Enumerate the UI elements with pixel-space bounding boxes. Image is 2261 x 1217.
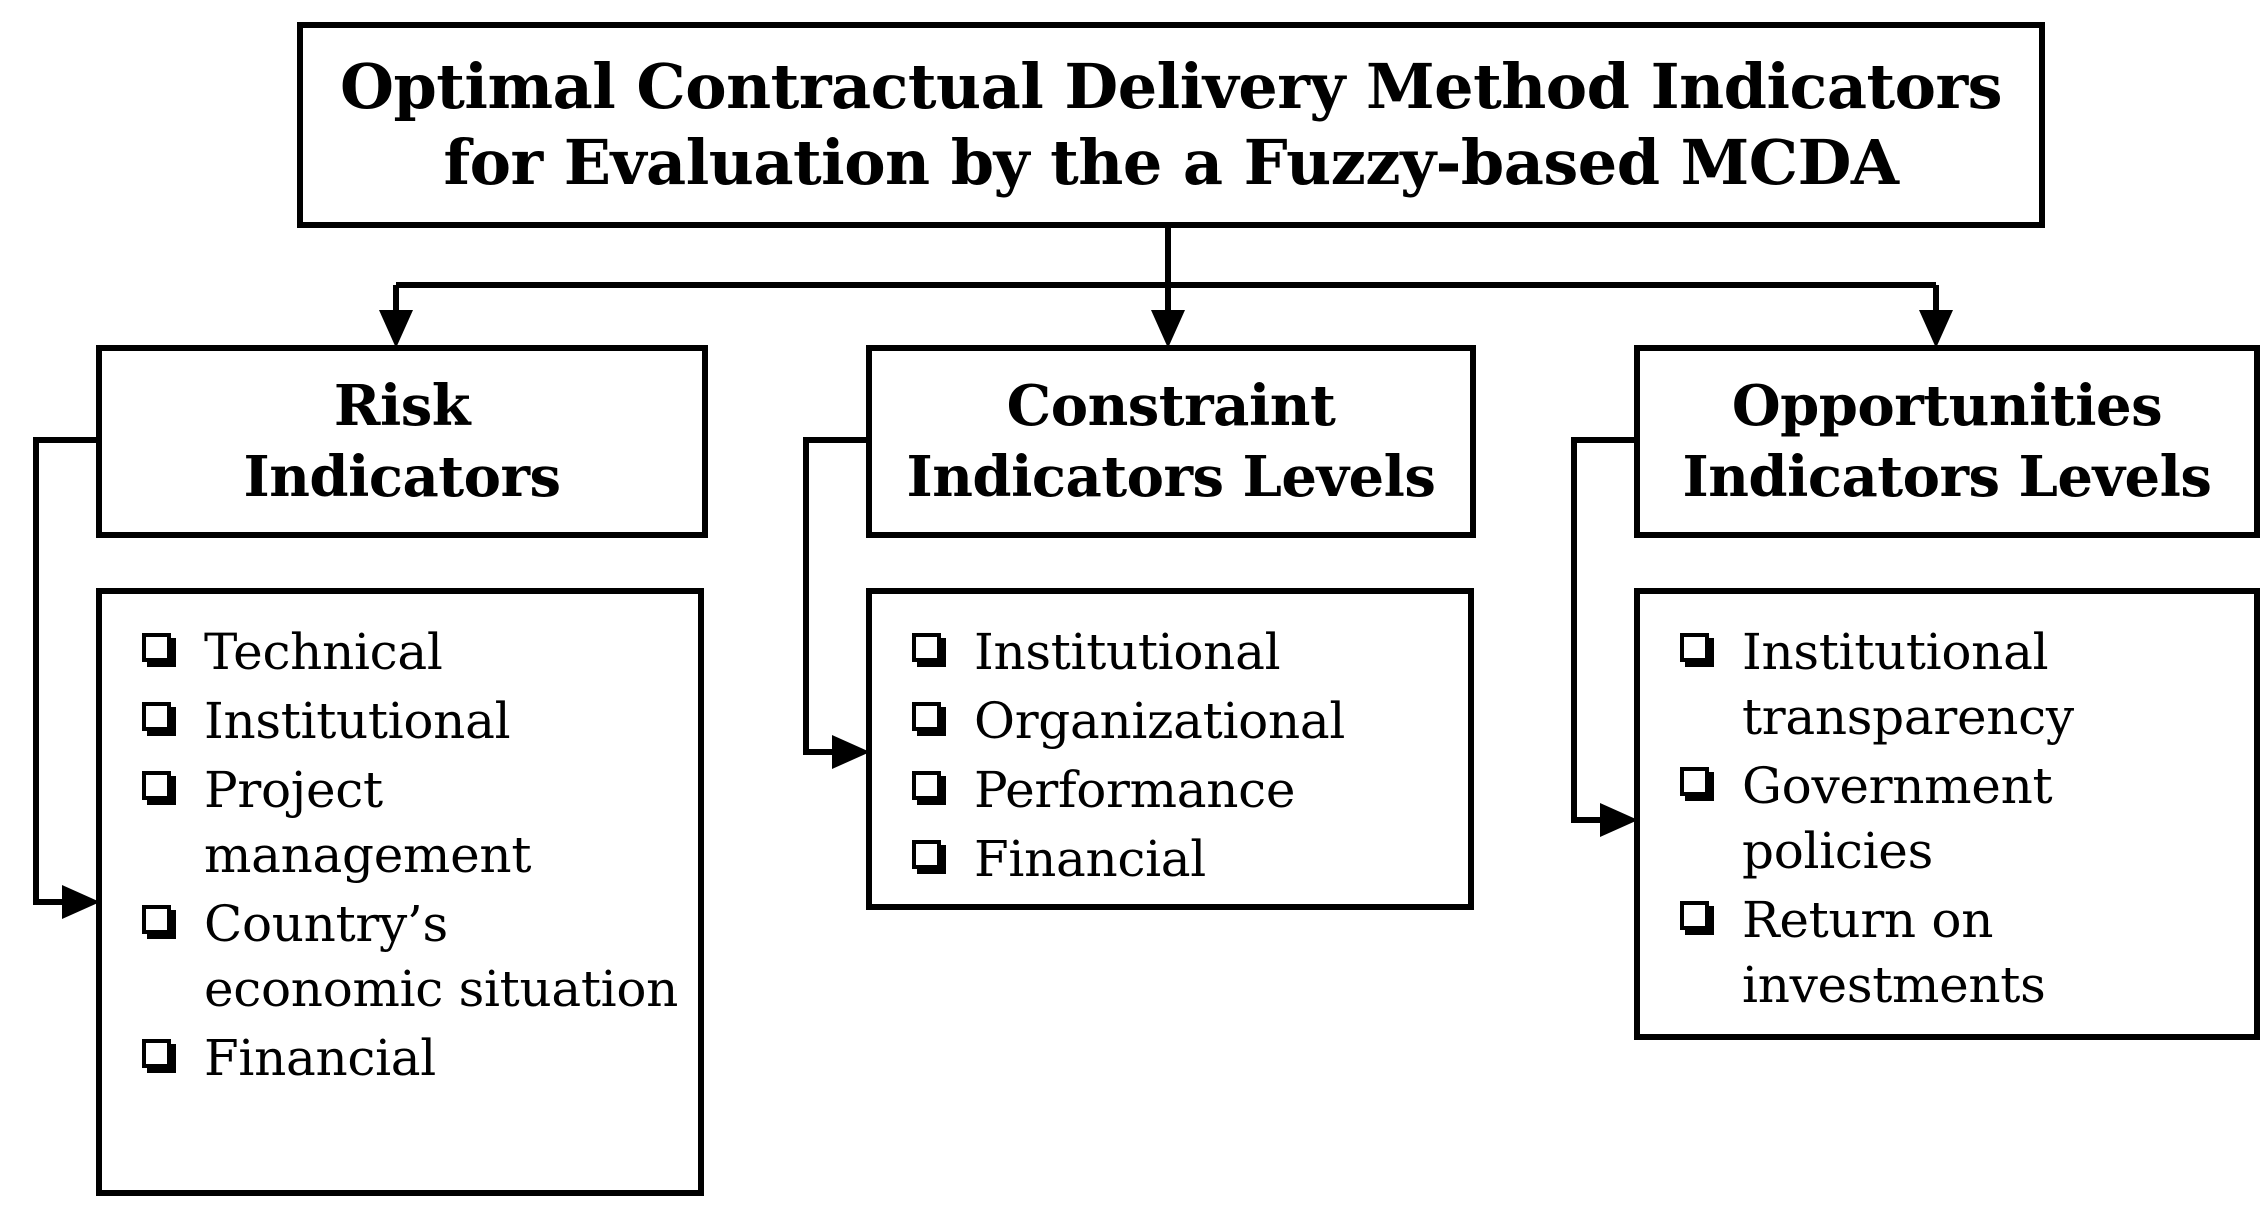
hollow-square-bullet-icon	[1680, 633, 1714, 667]
arrowhead-opportunities-list	[1600, 803, 1638, 837]
list-item-label: Technical	[204, 623, 443, 681]
hollow-square-bullet-icon	[912, 633, 946, 667]
hollow-square-bullet-icon	[142, 905, 176, 939]
indicator-list: Institutional Organizational Performance…	[898, 620, 1458, 892]
category-header-risk: Risk Indicators	[96, 345, 708, 538]
category-header-opportunities-label: Opportunities Indicators Levels	[1683, 371, 2212, 512]
connector-risk-header-to-list	[33, 437, 96, 905]
list-item: Financial	[128, 1026, 688, 1091]
list-item-label: Return on investments	[1742, 891, 2046, 1014]
list-item-label: Project management	[204, 761, 532, 884]
arrowhead-risk-list	[62, 885, 100, 919]
list-item-label: Organizational	[974, 692, 1346, 750]
title-line-2: for Evaluation by the a Fuzzy-based MCDA	[443, 126, 1899, 199]
indicator-list-risk: Technical Institutional Project manageme…	[96, 588, 704, 1196]
list-item: Project management	[128, 758, 688, 888]
title-line-1: Optimal Contractual Delivery Method Indi…	[339, 50, 2003, 124]
header-line-2: Indicators	[243, 443, 561, 510]
category-header-constraint-label: Constraint Indicators Levels	[907, 371, 1436, 512]
arrowhead-constraint-header	[1151, 310, 1185, 348]
list-item: Technical	[128, 620, 688, 685]
indicator-list-opportunities: Institutional transparency Government po…	[1634, 588, 2260, 1040]
indicator-list: Institutional transparency Government po…	[1666, 620, 2244, 1018]
diagram-title-box: Optimal Contractual Delivery Method Indi…	[297, 22, 2045, 228]
hollow-square-bullet-icon	[142, 702, 176, 736]
list-item: Organizational	[898, 689, 1458, 754]
header-line-1: Constraint	[1006, 372, 1336, 439]
hollow-square-bullet-icon	[912, 702, 946, 736]
list-item-label: Institutional transparency	[1742, 623, 2074, 746]
list-item-label: Government policies	[1742, 757, 2053, 880]
arrowhead-risk-header	[379, 310, 413, 348]
list-item: Institutional transparency	[1666, 620, 2244, 750]
list-item-label: Financial	[974, 830, 1206, 888]
list-item: Institutional	[128, 689, 688, 754]
hollow-square-bullet-icon	[142, 771, 176, 805]
arrowhead-constraint-list	[832, 735, 870, 769]
list-item-label: Financial	[204, 1029, 436, 1087]
indicator-list: Technical Institutional Project manageme…	[128, 620, 688, 1091]
hollow-square-bullet-icon	[912, 771, 946, 805]
hollow-square-bullet-icon	[1680, 767, 1714, 801]
list-item: Return on investments	[1666, 888, 2244, 1018]
category-header-risk-label: Risk Indicators	[244, 371, 561, 512]
list-item: Institutional	[898, 620, 1458, 685]
list-item-label: Performance	[974, 761, 1296, 819]
header-line-1: Risk	[333, 372, 471, 439]
hollow-square-bullet-icon	[912, 840, 946, 874]
list-item: Performance	[898, 758, 1458, 823]
category-header-opportunities: Opportunities Indicators Levels	[1634, 345, 2260, 538]
list-item: Financial	[898, 827, 1458, 892]
header-line-2: Indicators Levels	[906, 443, 1436, 510]
page-title: Optimal Contractual Delivery Method Indi…	[322, 49, 2020, 200]
category-header-constraint: Constraint Indicators Levels	[866, 345, 1476, 538]
list-item-label: Institutional	[974, 623, 1281, 681]
header-line-1: Opportunities	[1731, 372, 2163, 439]
header-line-2: Indicators Levels	[1682, 443, 2212, 510]
list-item: Government policies	[1666, 754, 2244, 884]
list-item: Country’s economic situation	[128, 892, 688, 1022]
hollow-square-bullet-icon	[142, 1039, 176, 1073]
connector-constraint-header-to-list	[803, 437, 866, 755]
connector-opportunities-header-to-list	[1571, 437, 1634, 823]
list-item-label: Institutional	[204, 692, 511, 750]
arrowhead-opportunities-header	[1919, 310, 1953, 348]
hollow-square-bullet-icon	[142, 633, 176, 667]
list-item-label: Country’s economic situation	[204, 895, 679, 1018]
indicator-list-constraint: Institutional Organizational Performance…	[866, 588, 1474, 910]
hollow-square-bullet-icon	[1680, 901, 1714, 935]
